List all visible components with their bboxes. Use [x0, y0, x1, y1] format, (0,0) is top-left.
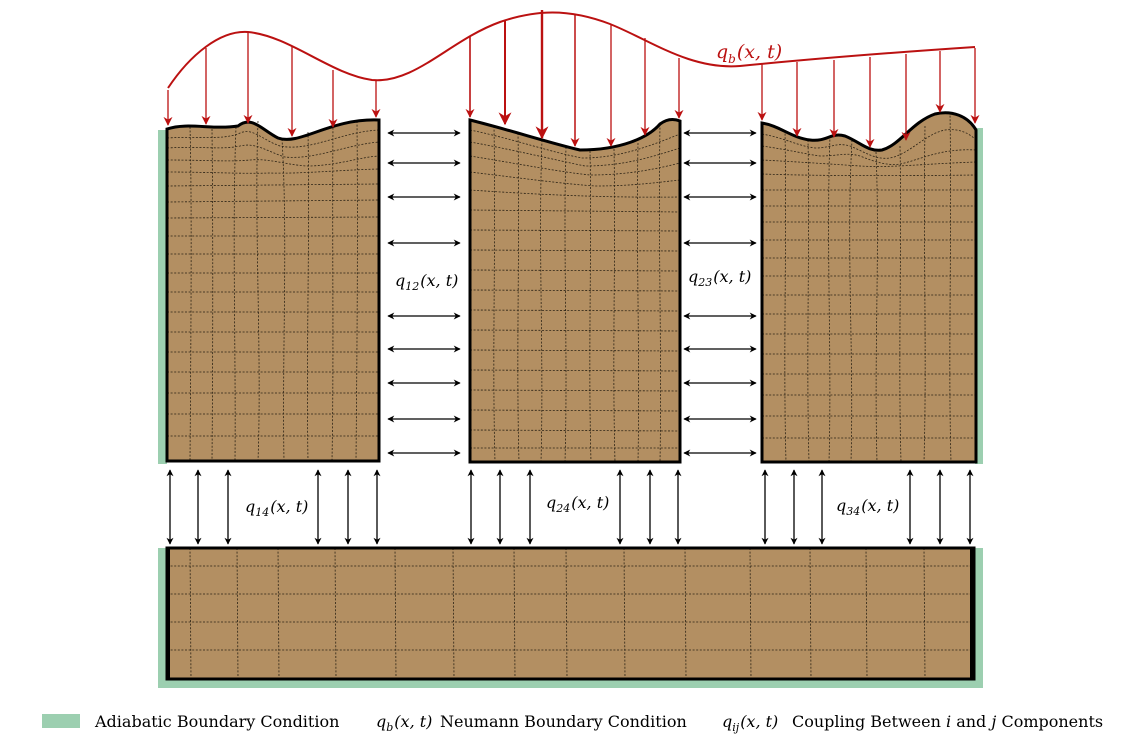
legend-adiabatic-swatch [42, 714, 80, 728]
q12-label: q12(x, t) [395, 271, 458, 293]
legend-coupling-symbol: qij(x, t) [722, 712, 778, 734]
q23-label: q23(x, t) [688, 267, 751, 289]
adiabatic-left-strip-bottom [158, 548, 167, 688]
legend: Adiabatic Boundary Condition qb(x, t) Ne… [42, 712, 1103, 734]
component-4-right-edge [970, 548, 974, 679]
q34-label: q34(x, t) [836, 496, 899, 518]
component-4-body [167, 548, 974, 679]
component-4 [165, 546, 976, 681]
component-1 [166, 119, 380, 462]
legend-neumann-symbol: qb(x, t) [376, 712, 432, 734]
component-2-outline [468, 117, 682, 464]
component-3-outline [760, 111, 978, 464]
q14-label: q14(x, t) [245, 497, 308, 519]
qb-label: qb(x, t) [716, 41, 782, 66]
flux-curve [167, 11, 976, 89]
q24-label: q24(x, t) [546, 493, 609, 515]
component-2 [469, 119, 681, 463]
coupling-12-arrows [387, 129, 461, 457]
adiabatic-boundaries [158, 128, 983, 688]
adiabatic-bottom-strip [158, 679, 983, 688]
component-1-outline [165, 118, 381, 463]
vertical-coupling-arrows [166, 469, 974, 545]
flux-arrows [163, 10, 980, 148]
legend-adiabatic-text: Adiabatic Boundary Condition [94, 712, 339, 731]
component-3 [761, 111, 977, 463]
component-3-mesh [761, 111, 977, 463]
legend-coupling-text: Coupling Between i and j Components [792, 712, 1103, 731]
component-4-mesh [167, 547, 974, 680]
adiabatic-right-strip-top [975, 128, 983, 464]
adiabatic-left-strip-top [158, 130, 167, 464]
component-4-left-edge [166, 548, 170, 679]
component-2-mesh [469, 123, 681, 463]
component-1-mesh [166, 120, 380, 462]
neumann-flux: qb(x, t) [163, 10, 980, 148]
component-3-body [762, 112, 976, 462]
adiabatic-right-strip-bottom [974, 548, 983, 688]
component-1-body [167, 119, 379, 462]
legend-neumann-text: Neumann Boundary Condition [440, 712, 687, 731]
coupling-23-arrows [683, 129, 757, 457]
